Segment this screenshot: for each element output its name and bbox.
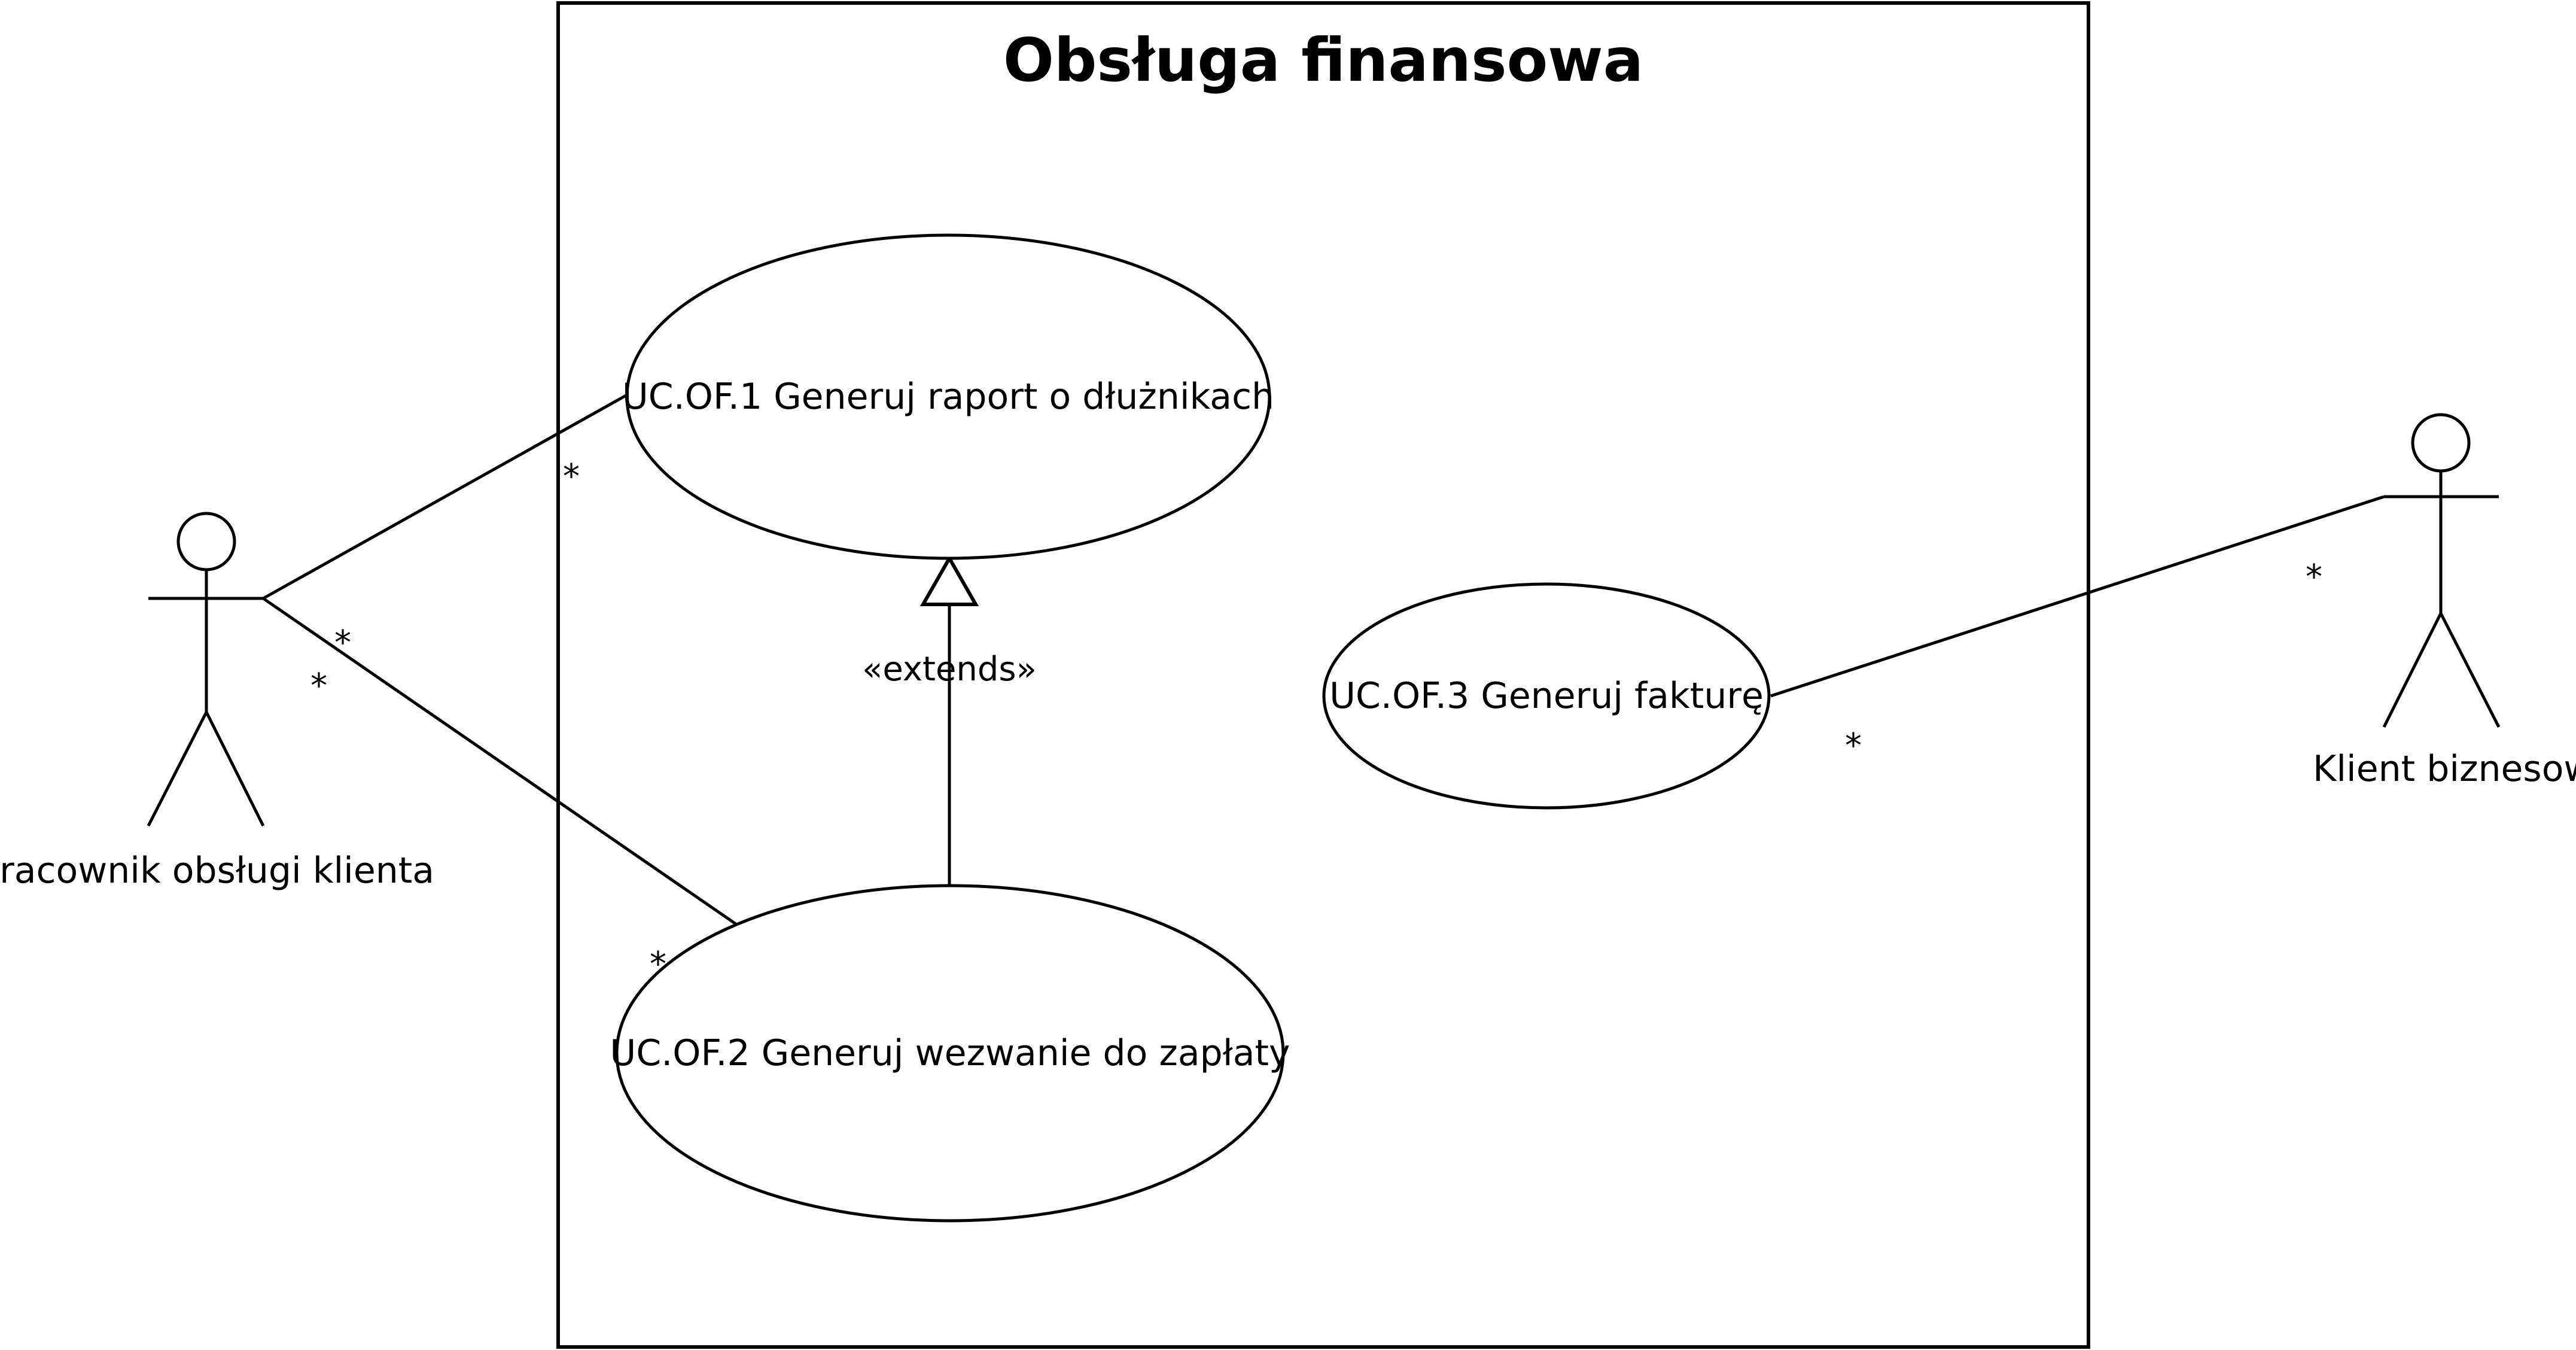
multiplicity-uc3-end: * bbox=[1845, 726, 1862, 765]
multiplicity-employee-uc1: * bbox=[563, 457, 580, 496]
association-employee-uc2 bbox=[262, 597, 745, 931]
actor-client-name: Klient biznesowy bbox=[2313, 748, 2576, 790]
use-case-uc3-ellipse bbox=[1322, 582, 1771, 810]
multiplicity-employee-uc2-a: * bbox=[334, 624, 351, 662]
association-client-uc3 bbox=[1770, 495, 2385, 698]
use-case-uc2-ellipse bbox=[615, 884, 1285, 1223]
system-title: Obsługa finansowa bbox=[1003, 25, 1643, 95]
use-case-uc3[interactable]: UC.OF.3 Generuj fakturę bbox=[1322, 582, 1771, 810]
actor-employee[interactable]: Pracownik obsługi klienta bbox=[0, 512, 434, 892]
actor-client[interactable]: Klient biznesowy bbox=[2313, 413, 2576, 790]
multiplicity-employee-uc2-b: * bbox=[310, 667, 327, 706]
system-boundary bbox=[556, 1, 2090, 1349]
use-case-uc1-ellipse bbox=[625, 233, 1271, 560]
use-case-uc2[interactable]: UC.OF.2 Generuj wezwanie do zapłaty bbox=[610, 884, 1290, 1223]
generalization-arrowhead bbox=[919, 554, 979, 606]
stick-figure-icon bbox=[147, 512, 265, 827]
use-case-uc2-label: UC.OF.2 Generuj wezwanie do zapłaty bbox=[610, 1032, 1290, 1074]
use-case-uc1-label: UC.OF.1 Generuj raport o dłużnikach bbox=[622, 376, 1274, 418]
use-case-uc3-label: UC.OF.3 Generuj fakturę bbox=[1329, 675, 1764, 717]
multiplicity-uc2-end: * bbox=[650, 945, 666, 984]
stick-figure-icon bbox=[2382, 413, 2501, 728]
association-employee-uc1 bbox=[262, 393, 628, 600]
use-case-uc1[interactable]: UC.OF.1 Generuj raport o dłużnikach bbox=[622, 233, 1274, 560]
extends-label: «extends» bbox=[862, 650, 1037, 689]
multiplicity-client-end: * bbox=[2306, 558, 2322, 597]
actor-employee-name: Pracownik obsługi klienta bbox=[0, 850, 434, 892]
